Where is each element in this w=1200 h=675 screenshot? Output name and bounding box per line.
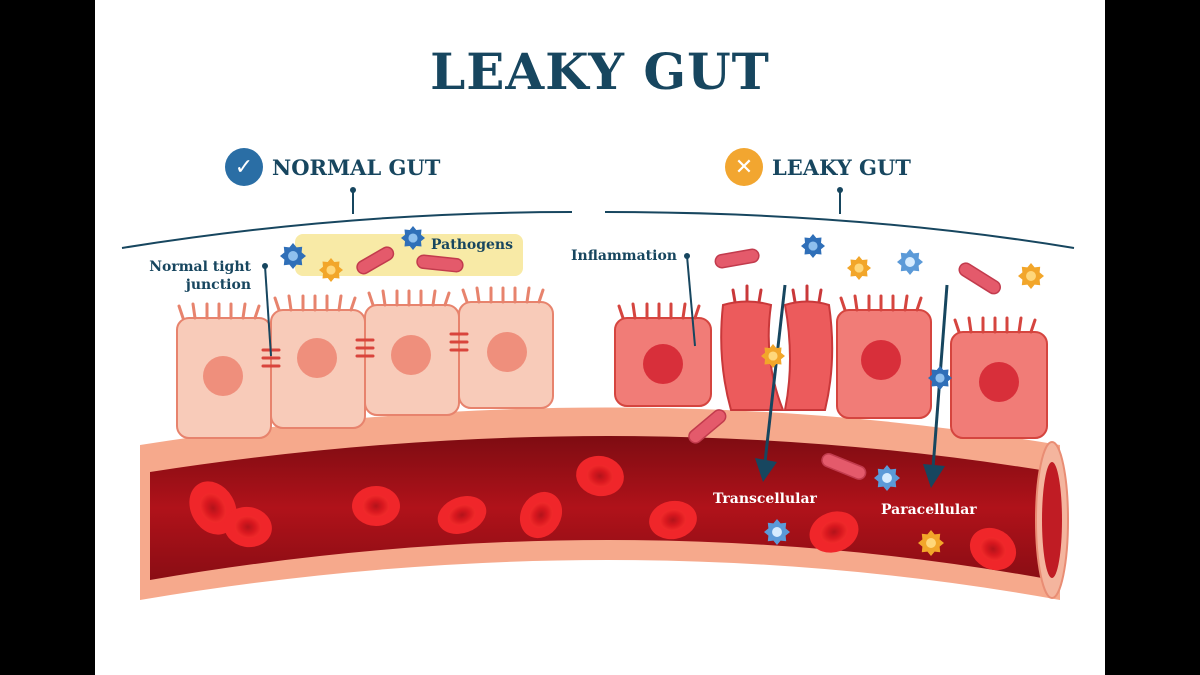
pathogen-icon: [874, 465, 900, 491]
normal-junction-label-line2: junction: [185, 277, 251, 293]
pathogens-highlight: [295, 234, 523, 276]
normal-junction-label-line1: Normal tight: [149, 259, 251, 275]
paracellular-label: Paracellular: [881, 502, 977, 518]
red-blood-cell: [437, 496, 487, 534]
leaky-gut-label: LEAKY GUT: [772, 154, 911, 180]
gut-illustration: [121, 187, 1075, 600]
red-blood-cell: [352, 486, 400, 526]
healthy-cell: [458, 286, 554, 409]
pathogen-icon: [1018, 263, 1044, 289]
red-blood-cell: [224, 506, 272, 548]
pathogen-icon: [761, 344, 785, 368]
checkmark-icon: ✓: [225, 148, 263, 186]
inflammation-label: Inflammation: [571, 248, 677, 264]
bacteria: [356, 246, 1001, 480]
pathogen-icon: [928, 366, 952, 390]
red-blood-cell: [649, 500, 697, 540]
tight-junction: [261, 332, 469, 368]
cross-icon: ✕: [725, 148, 763, 186]
pathogen-icon: [918, 530, 944, 556]
pathogen-icon: [801, 234, 825, 258]
inflamed-cell: [950, 316, 1048, 439]
pathogen-icon: [401, 226, 425, 250]
pathogens-group: [280, 226, 1044, 556]
healthy-cell: [364, 289, 460, 416]
normal-junction-label: Normal tight junction: [147, 258, 251, 294]
normal-gut-heading: ✓ NORMAL GUT: [225, 148, 440, 186]
red-blood-cell: [576, 455, 624, 497]
healthy-cell: [176, 302, 272, 439]
normal-bracket: [121, 187, 573, 249]
normal-cells: [176, 263, 554, 439]
page-title: LEAKY GUT: [430, 42, 770, 101]
pathogen-icon: [847, 256, 871, 280]
diagram-canvas: LEAKY GUT ✓ NORMAL GUT ✕ LEAKY GUT Patho…: [95, 0, 1105, 675]
pathogen-icon: [764, 519, 790, 545]
red-blood-cell: [519, 491, 563, 539]
red-blood-cell: [809, 511, 859, 553]
pathogen-icon: [280, 243, 306, 269]
inflamed-cell: [720, 284, 834, 411]
red-blood-cell: [969, 527, 1017, 571]
transcellular-label: Transcellular: [713, 491, 817, 507]
leaky-bracket: [604, 187, 1075, 249]
transcellular-arrow: [755, 284, 787, 482]
healthy-cell: [270, 294, 366, 429]
inflamed-cell: [836, 294, 932, 419]
red-blood-cells: [189, 455, 1017, 571]
inflamed-cell: [614, 302, 712, 407]
pathogen-icon: [897, 249, 923, 275]
pathogens-label: Pathogens: [431, 237, 513, 253]
pathogen-icon: [319, 258, 343, 282]
leaky-cells: [614, 253, 1048, 439]
leaky-gut-heading: ✕ LEAKY GUT: [725, 148, 911, 186]
normal-gut-label: NORMAL GUT: [272, 154, 441, 180]
